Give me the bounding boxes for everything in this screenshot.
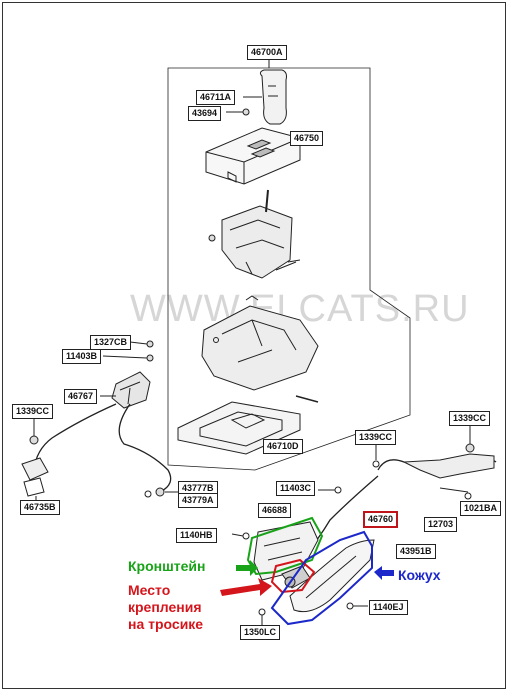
part-label-1021ba: 1021BA: [460, 501, 502, 516]
part-label-1140ej: 1140EJ: [369, 600, 408, 615]
part-label-46760: 46760: [363, 511, 399, 528]
part-label-46688: 46688: [258, 503, 292, 518]
diagram-frame: [2, 2, 506, 689]
part-label-46767: 46767: [64, 389, 98, 404]
part-label-43694: 43694: [188, 106, 222, 121]
part-label-46710d: 46710D: [263, 439, 303, 454]
part-label-1327cb: 1327CB: [90, 335, 132, 350]
part-label-43951b: 43951B: [396, 544, 436, 559]
part-label-1339cc-left: 1339CC: [12, 404, 54, 419]
part-label-1339cc-mid: 1339CC: [355, 430, 397, 445]
part-label-12703: 12703: [424, 517, 458, 532]
part-label-46750: 46750: [290, 131, 324, 146]
annotation-mount-line2: крепления: [128, 599, 202, 615]
part-label-1140hb: 1140HB: [176, 528, 217, 543]
part-label-46711a: 46711A: [196, 90, 236, 105]
annotation-mount: Место крепления на тросике: [128, 582, 203, 633]
part-label-1339cc-right: 1339CC: [449, 411, 491, 426]
annotation-mount-line3: на тросике: [128, 616, 204, 632]
part-label-46735b: 46735B: [20, 500, 60, 515]
annotation-cover: Кожух: [398, 567, 441, 583]
annotation-mount-line1: Место: [128, 582, 171, 598]
part-label-43779a: 43779A: [178, 493, 218, 508]
part-label-1350lc: 1350LC: [240, 625, 281, 640]
part-label-11403c: 11403C: [276, 481, 316, 496]
part-label-46700a: 46700A: [247, 45, 287, 60]
part-label-11403b: 11403B: [62, 349, 102, 364]
annotation-bracket: Кронштейн: [128, 558, 206, 574]
